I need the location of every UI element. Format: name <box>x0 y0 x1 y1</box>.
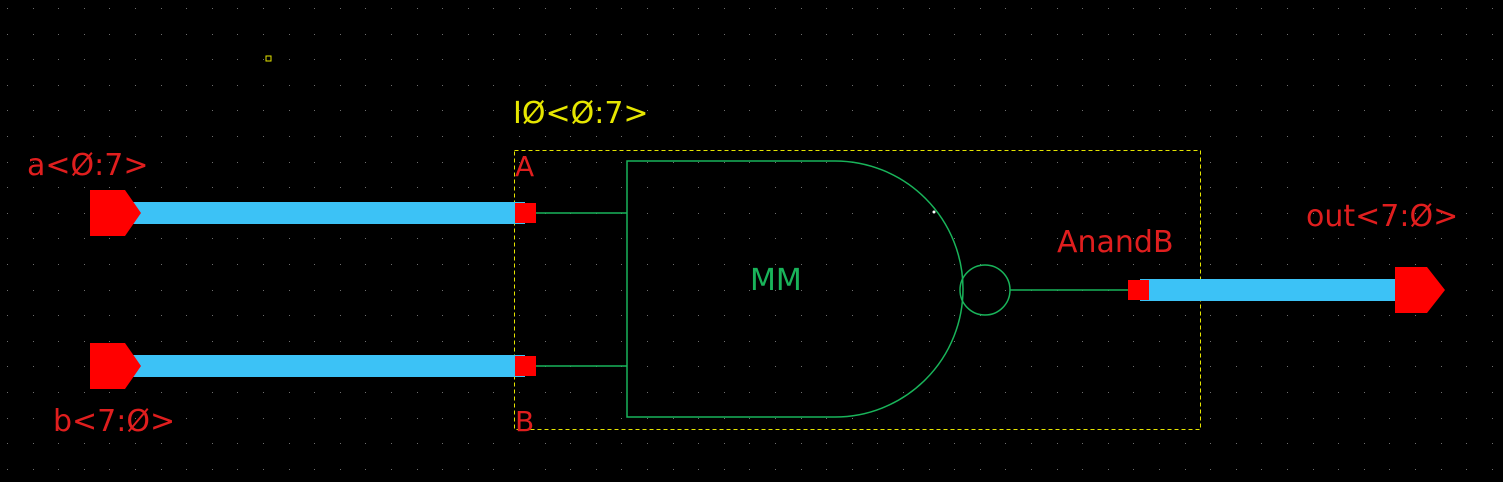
wire-a-bus[interactable] <box>125 202 525 224</box>
grid-dot-field <box>7 8 1493 470</box>
instance-bounding-box[interactable] <box>514 150 1201 430</box>
wire-out-bus[interactable] <box>1140 279 1400 301</box>
input-pin-b-icon[interactable] <box>90 343 141 389</box>
input-a-net-label: a<Ø:7> <box>27 148 148 183</box>
instance-name-label: IØ<Ø:7> <box>513 96 649 131</box>
origin-marker <box>265 55 272 62</box>
pin-out-square[interactable] <box>1128 280 1149 300</box>
pin-b-square[interactable] <box>515 356 536 376</box>
cell-name-label: MM <box>750 263 802 298</box>
cursor-dot <box>932 210 936 214</box>
input-b-net-label: b<7:Ø> <box>53 404 175 439</box>
terminal-out-label: AnandB <box>1057 225 1174 260</box>
wire-b-bus[interactable] <box>125 355 525 377</box>
output-pin-out-icon[interactable] <box>1395 267 1445 313</box>
input-pin-a-icon[interactable] <box>90 190 141 236</box>
grid-dots <box>7 8 1493 470</box>
nand-gate-symbol[interactable] <box>535 160 1130 418</box>
output-net-label: out<7:Ø> <box>1306 199 1458 234</box>
nand-gate-body <box>626 160 964 418</box>
pin-a-square[interactable] <box>515 203 536 223</box>
terminal-a-label: A <box>515 150 534 183</box>
terminal-b-label: B <box>515 405 534 438</box>
